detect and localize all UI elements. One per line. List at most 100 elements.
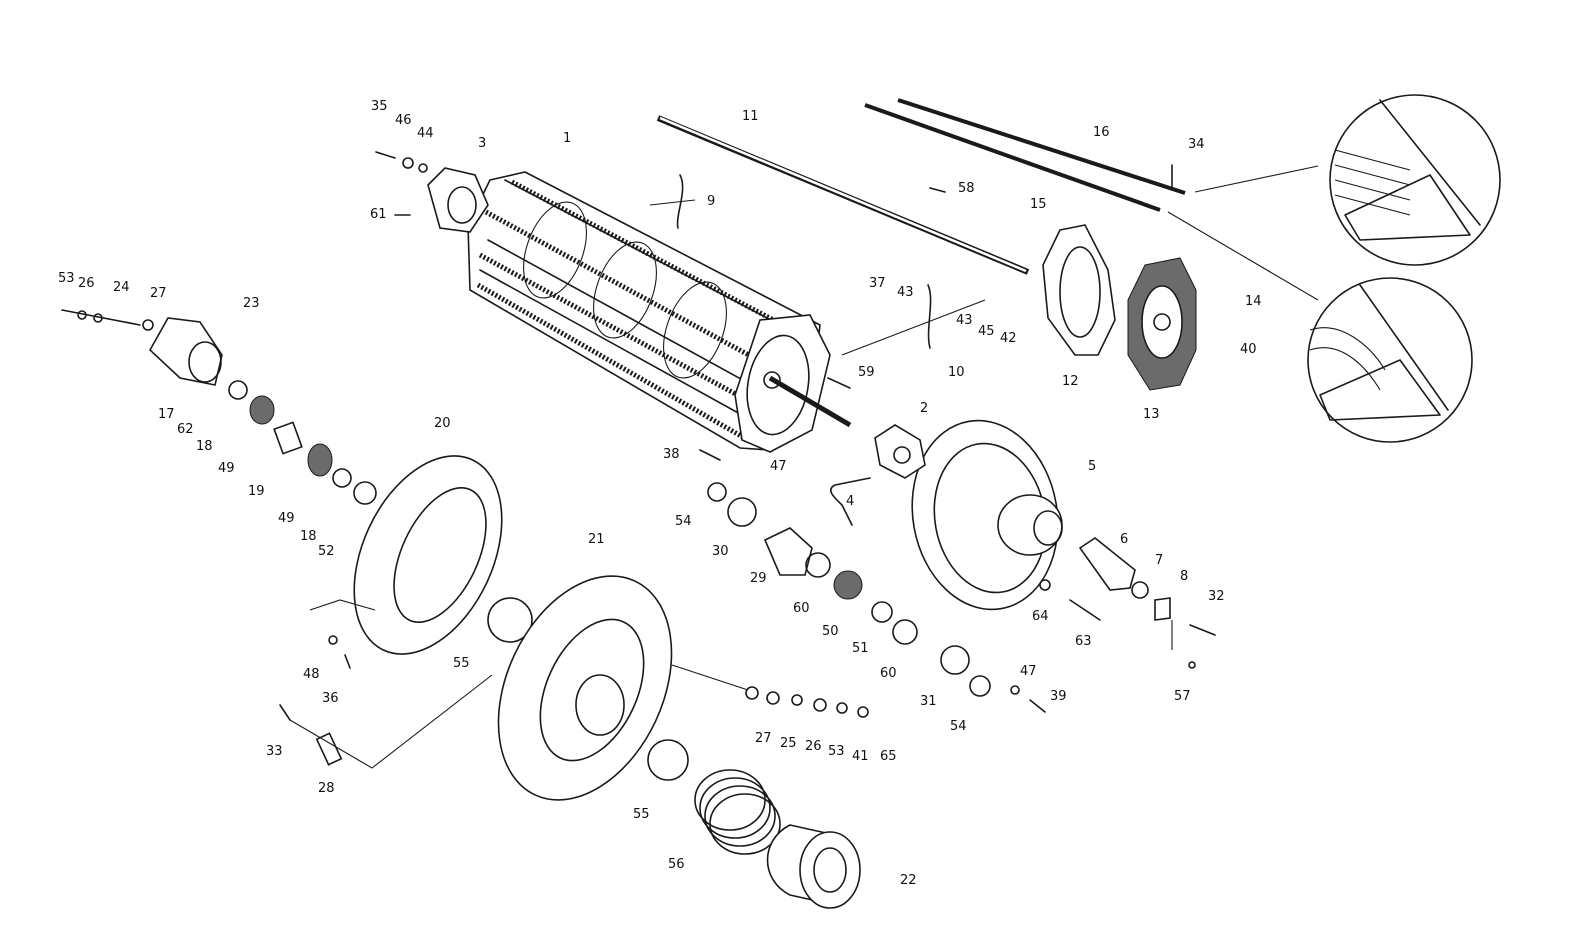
detail-view-bottom: [1307, 277, 1473, 443]
callout-label: 15: [1030, 197, 1047, 212]
grease-pipe-4: [830, 477, 871, 526]
callout-label: 42: [1000, 331, 1017, 346]
callout-label: 49: [218, 461, 235, 476]
callout-label: 27: [755, 731, 772, 746]
pulley-21: [497, 575, 689, 801]
spider-plate-13: [1127, 257, 1197, 391]
callout-label: 53: [58, 271, 75, 286]
callout-label: 43: [897, 285, 914, 300]
callout-label: 26: [805, 739, 822, 754]
callout-label: 18: [196, 439, 213, 454]
detail-view-top: [1329, 94, 1501, 266]
callout-label: 20: [434, 416, 451, 431]
callout-label: 37: [869, 276, 886, 291]
callout-label: 54: [950, 719, 967, 734]
callout-label: 62: [177, 422, 194, 437]
callout-label: 41: [852, 749, 869, 764]
callout-label: 31: [920, 694, 937, 709]
callout-label: 26: [78, 276, 95, 291]
hub-2: [874, 424, 926, 479]
callout-label: 55: [453, 656, 470, 671]
callout-label: 5: [1088, 459, 1096, 474]
drum-cylinder: [467, 171, 831, 453]
callout-label: 55: [633, 807, 650, 822]
callout-label: 58: [958, 181, 975, 196]
callout-label: 32: [1208, 589, 1225, 604]
beater-10: [927, 284, 932, 349]
callout-label: 12: [1062, 374, 1079, 389]
callout-label: 53: [828, 744, 845, 759]
callout-label: 56: [668, 857, 685, 872]
callout-label: 65: [880, 749, 897, 764]
small-parts-center: [707, 482, 991, 718]
rubber-strips: [864, 98, 1186, 212]
callout-label: 21: [588, 532, 605, 547]
callout-label: 3: [478, 136, 486, 151]
callout-label: 19: [248, 484, 265, 499]
callout-label: 49: [278, 511, 295, 526]
callout-label: 51: [852, 641, 869, 656]
callout-label: 9: [707, 194, 715, 209]
spider-plate-12: [1042, 224, 1116, 356]
beater-9: [676, 174, 684, 229]
callout-label: 29: [750, 571, 767, 586]
disc-20: [353, 455, 533, 655]
bearing-stack-left: [228, 380, 377, 505]
callout-label: 18: [300, 529, 317, 544]
callout-label: 59: [858, 365, 875, 380]
callout-label: 60: [793, 601, 810, 616]
callout-label: 48: [303, 667, 320, 682]
callout-label: 60: [880, 666, 897, 681]
bearing-housing-3: [427, 167, 489, 233]
callout-label: 2: [920, 401, 928, 416]
callout-labels: 1 2 3 4 5 6 7 8 9 10 11 12 13 14 15 16 1…: [58, 99, 1262, 888]
callout-label: 45: [978, 324, 995, 339]
callout-label: 54: [675, 514, 692, 529]
callout-label: 10: [948, 365, 965, 380]
callout-label: 57: [1174, 689, 1191, 704]
callout-label: 35: [371, 99, 388, 114]
callout-label: 14: [1245, 294, 1262, 309]
callout-label: 46: [395, 113, 412, 128]
callout-label: 47: [1020, 664, 1037, 679]
callout-label: 11: [742, 109, 759, 124]
callout-label: 25: [780, 736, 797, 751]
callout-label: 50: [822, 624, 839, 639]
callout-label: 61: [370, 207, 387, 222]
callout-label: 40: [1240, 342, 1257, 357]
callout-label: 52: [318, 544, 335, 559]
callout-label: 36: [322, 691, 339, 706]
callout-label: 27: [150, 286, 167, 301]
callout-label: 23: [243, 296, 260, 311]
callout-label: 33: [266, 744, 283, 759]
leader-lines: [289, 165, 1319, 769]
callout-label: 34: [1188, 137, 1205, 152]
callout-label: 38: [663, 447, 680, 462]
callout-label: 28: [318, 781, 335, 796]
tyre-22: [766, 824, 861, 909]
callout-label: 63: [1075, 634, 1092, 649]
callout-label: 30: [712, 544, 729, 559]
callout-label: 24: [113, 280, 130, 295]
cone-6: [1078, 537, 1136, 591]
pulley-5: [911, 419, 1063, 611]
callout-label: 7: [1155, 553, 1163, 568]
drum-inner-discs: [523, 201, 727, 379]
callout-label: 8: [1180, 569, 1188, 584]
shaft: [656, 115, 1030, 428]
callout-label: 64: [1032, 609, 1049, 624]
callout-label: 6: [1120, 532, 1128, 547]
bearing-housing-17: [148, 317, 223, 386]
callout-label: 16: [1093, 125, 1110, 140]
callout-label: 43: [956, 313, 973, 328]
callout-label: 4: [846, 494, 854, 509]
callout-label: 13: [1143, 407, 1160, 422]
callout-label: 22: [900, 873, 917, 888]
callout-label: 47: [770, 459, 787, 474]
spring-56: [694, 769, 781, 855]
callout-label: 39: [1050, 689, 1067, 704]
callout-label: 44: [417, 126, 434, 141]
callout-label: 1: [563, 131, 571, 146]
